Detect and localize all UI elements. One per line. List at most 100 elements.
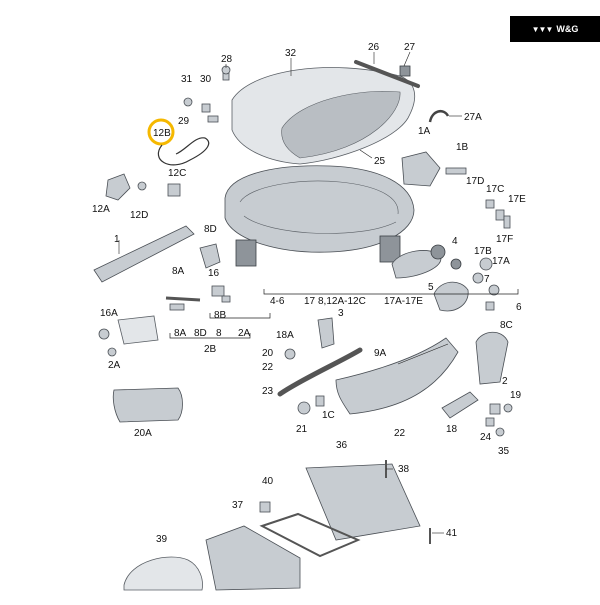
callout-32: 32 (285, 48, 297, 59)
callout-2B: 20 (262, 348, 274, 359)
knob-part (472, 272, 484, 284)
rod-part (277, 347, 363, 397)
callout-40: 37 (232, 500, 244, 511)
bolt-part (503, 215, 511, 229)
callout-20A: 21 (296, 424, 308, 435)
callout-16: 16 (208, 268, 220, 279)
bracket-part (169, 303, 185, 311)
callout-12D: 12D (130, 210, 148, 221)
highlight-marker (147, 118, 175, 146)
callout-28: 28 (221, 54, 233, 65)
callout-17E: 17E (508, 194, 526, 205)
callout-12B: 12B (153, 128, 171, 139)
cable-part (157, 137, 210, 166)
hook-part (428, 109, 450, 123)
callout-17A: 17A (492, 256, 510, 267)
logo-mark-icon: ▼▼▼ (531, 24, 554, 34)
bracket-part (317, 317, 335, 349)
callout-1: 1 (114, 234, 120, 245)
range-label-1: 4-6 (270, 296, 285, 307)
cover-block (112, 387, 183, 423)
callout-2: 23 (262, 386, 274, 397)
callout-8D: 8D (204, 224, 217, 235)
leader-lines (118, 51, 462, 534)
clip-part (485, 417, 495, 427)
callout-38: 40 (262, 476, 274, 487)
lever-part (441, 391, 479, 419)
callout-30: 30 (200, 74, 212, 85)
callout-12C: 12C (168, 168, 186, 179)
bolt-part (485, 199, 495, 209)
seat-frame (224, 165, 415, 267)
seat-cushion (231, 67, 416, 165)
callout-35: 36 (336, 440, 348, 451)
callout-8A-2: 8D (194, 328, 207, 339)
knob-part (430, 244, 446, 260)
callout-19: 1C (322, 410, 335, 421)
bolt-part (503, 403, 513, 413)
bolt-part (495, 427, 505, 437)
nut-part (284, 348, 296, 360)
callout-1A: 1A (418, 126, 431, 137)
bolt-part (485, 301, 495, 311)
screw-part (221, 65, 231, 81)
range-label-2: 17 (304, 296, 316, 307)
callout-17C: 17C (486, 184, 504, 195)
bracket-part (199, 243, 221, 269)
callout-36: 38 (398, 464, 410, 475)
plate-part (117, 315, 159, 345)
range-label-3: 8,12A-12C (318, 296, 366, 307)
range-label-4: 17A-17E (384, 296, 423, 307)
rail-part (93, 225, 195, 283)
range-bracket (169, 289, 519, 339)
callout-17F: 17F (496, 234, 513, 245)
bracket-part (475, 331, 509, 385)
callout-8: 2A (238, 328, 251, 339)
callout-7: 7 (484, 274, 490, 285)
callout-17D: 17D (466, 176, 484, 187)
callout-41: 39 (156, 534, 168, 545)
bolt-part (98, 328, 110, 340)
frame-part (259, 512, 361, 558)
side-cover (335, 337, 459, 415)
plug-part (167, 183, 181, 197)
callout-37: 41 (446, 528, 458, 539)
clip-part (489, 403, 501, 415)
lever-part (445, 167, 467, 175)
rod-part (354, 60, 420, 88)
nut-part (201, 103, 211, 113)
clip-part (315, 395, 325, 407)
callout-9: 16A (100, 308, 118, 319)
washer-part (107, 347, 117, 357)
callout-18A: 8C (500, 320, 513, 331)
clip-part (259, 501, 271, 513)
callout-25: 25 (374, 156, 386, 167)
callout-16A: 8B (214, 310, 227, 321)
storage-tray (305, 463, 421, 541)
bolt-part (183, 97, 193, 107)
bracket-part (211, 285, 225, 297)
callout-8B: 8A (174, 328, 187, 339)
callout-2A: 18A (276, 330, 294, 341)
callout-1C: 20A (134, 428, 152, 439)
plug-part (137, 181, 147, 191)
cap-part (297, 401, 311, 415)
control-part (401, 151, 441, 187)
knob-part (479, 257, 493, 271)
callout-5: 5 (428, 282, 434, 293)
screw-part (221, 295, 231, 303)
cushion-pad (123, 556, 203, 591)
callout-29: 29 (178, 116, 190, 127)
pin-part (165, 296, 201, 302)
callout-27A: 27A (464, 112, 482, 123)
callout-23: 19 (510, 390, 522, 401)
mechanism-part (433, 281, 469, 312)
callout-6: 6 (516, 302, 522, 313)
callout-4: 4 (452, 236, 458, 247)
callout-2A-2: 22 (262, 362, 274, 373)
callout-22: 2 (502, 376, 508, 387)
callout-31: 31 (181, 74, 193, 85)
callout-labels: 32 26 27 28 31 30 29 27A 12B 1A 25 1B 12… (92, 42, 526, 545)
connector-part (105, 173, 131, 201)
